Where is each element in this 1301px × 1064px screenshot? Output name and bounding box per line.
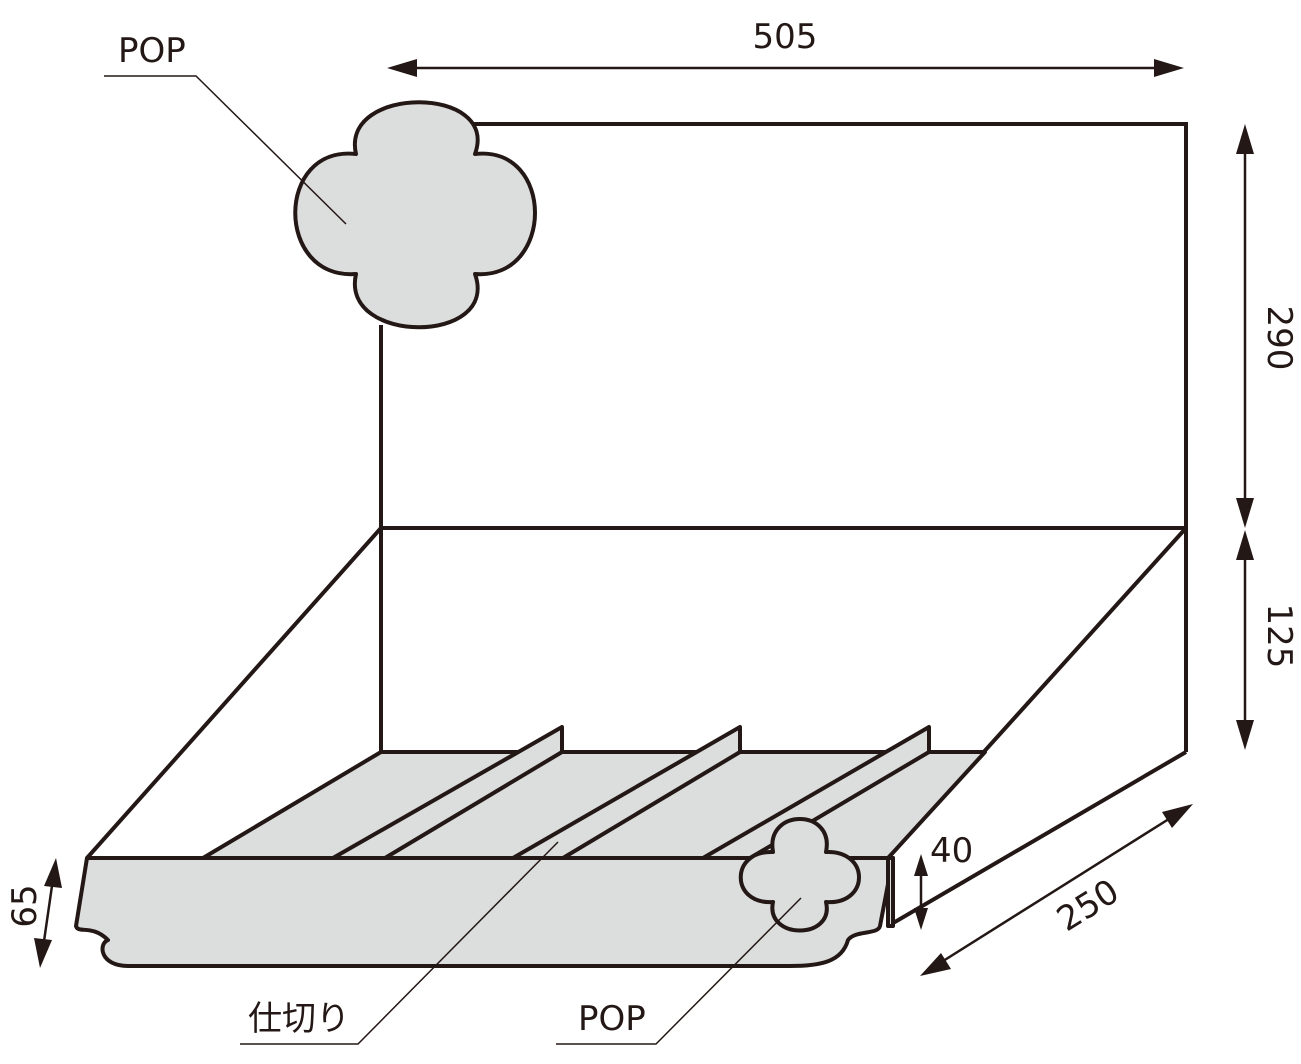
front-edge-arrow-top — [44, 858, 62, 888]
front-panel — [74, 856, 895, 968]
partition-height-arrow-bottom — [914, 908, 928, 930]
back-height-arrow-bottom — [1236, 498, 1254, 528]
partition-height-arrow-top — [914, 854, 928, 876]
pop-top-leader — [104, 75, 347, 225]
front-panel-side — [886, 856, 895, 928]
partition-leader — [240, 841, 559, 1045]
right-bottom-edge — [886, 750, 1188, 928]
left-side-edge — [85, 526, 383, 860]
depth-arrow-bottom — [920, 953, 951, 976]
leader-lines — [104, 75, 802, 1045]
front-height-value: 125 — [1259, 604, 1299, 669]
pop-bottom-sign — [738, 817, 861, 933]
depth-dimension-line — [931, 810, 1181, 970]
front-height-arrow-top — [1236, 530, 1254, 560]
pop-bottom-leader — [556, 897, 802, 1045]
pop-top-label: POP — [118, 31, 186, 71]
width-arrow-left — [387, 59, 417, 77]
pop-top-sign — [293, 100, 537, 330]
width-value: 505 — [753, 17, 818, 57]
partition-label: 仕切り — [248, 999, 350, 1039]
depth-value: 250 — [1050, 872, 1126, 940]
back-height-value: 290 — [1259, 306, 1299, 371]
partition-height-value: 40 — [930, 831, 973, 871]
dimension-lines — [34, 59, 1254, 976]
back-panel-outline — [470, 122, 1188, 752]
width-arrow-right — [1154, 59, 1184, 77]
front-edge-value: 65 — [5, 884, 45, 927]
back-panel — [379, 122, 1188, 752]
back-height-arrow-top — [1236, 124, 1254, 154]
front-height-arrow-bottom — [1236, 720, 1254, 750]
front-edge-arrow-bottom — [34, 938, 52, 968]
depth-arrow-top — [1162, 804, 1193, 828]
pop-bottom-label: POP — [578, 999, 646, 1039]
